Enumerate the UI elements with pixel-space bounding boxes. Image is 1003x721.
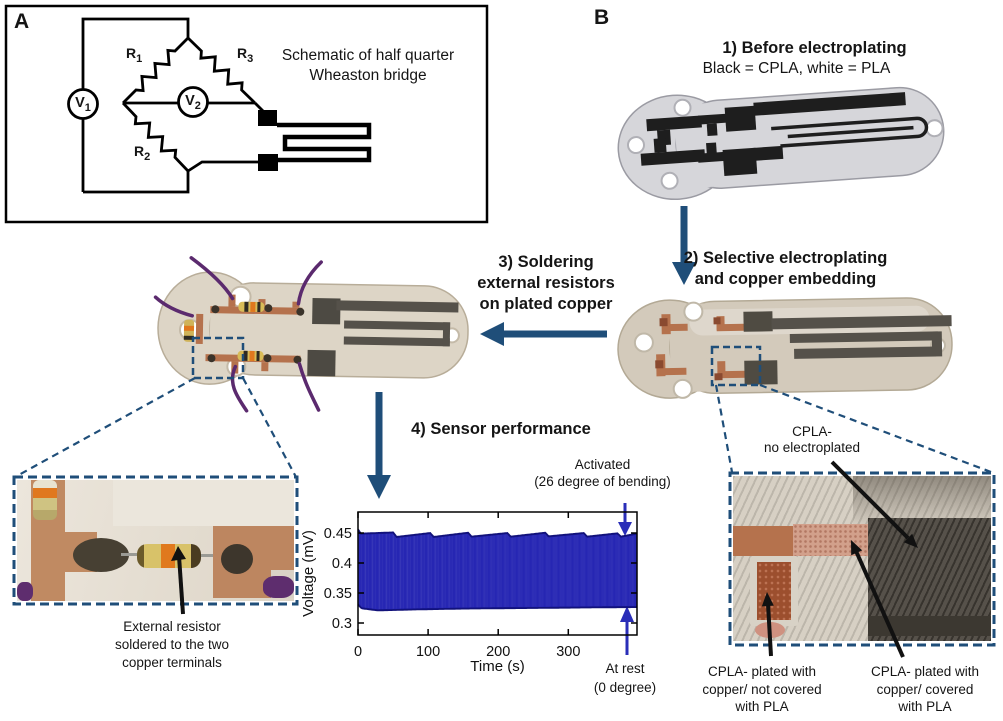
- device-photo-after-electroplating: [617, 297, 953, 399]
- panel-a-label: A: [14, 10, 30, 33]
- resistor-vertical: [33, 480, 57, 520]
- step4-title: 4) Sensor performance: [411, 420, 591, 438]
- cpla-gauge-inner: [787, 125, 914, 139]
- schematic-caption: Schematic of half quarter Wheaston bridg…: [281, 47, 455, 84]
- cpla-covered-label: CPLA- plated with copper/ covered with P…: [870, 664, 980, 714]
- y-tick-label: 0.4: [332, 556, 352, 572]
- cpla-no-electroplated-label: CPLA- no electroplated: [763, 424, 861, 455]
- process-arrows: [367, 206, 696, 499]
- x-tick-label: 200: [486, 644, 510, 660]
- zoom-connector: [714, 384, 734, 473]
- arrow-copper-not-covered-icon: [761, 592, 774, 657]
- label-r3: R3: [237, 45, 254, 65]
- panel-b-label: B: [594, 6, 610, 29]
- zoom-connector: [14, 377, 196, 478]
- cpla-not-covered-label: CPLA- plated with copper/ not covered wi…: [702, 664, 822, 714]
- cpla-gauge-loop: [771, 116, 929, 148]
- cpla-gauge-traces: [336, 300, 459, 347]
- cpla-pads: [743, 311, 778, 385]
- zoom-box-right: [710, 345, 762, 387]
- screw-hole: [633, 332, 654, 353]
- screw-hole: [660, 171, 679, 190]
- cpla-pads: [307, 297, 341, 377]
- arrow-left-step2-to-step3-icon: [480, 322, 607, 346]
- arrow-down-step1-to-step2-icon: [672, 206, 696, 285]
- x-tick-label: 300: [556, 644, 580, 660]
- step2-title: 2) Selective electroplating and copper e…: [683, 249, 888, 288]
- purple-wires: [153, 256, 323, 413]
- x-tick-label: 100: [416, 644, 440, 660]
- closeup-photo-electroplating-regions: [733, 476, 991, 641]
- copper-oxide-patches: [655, 317, 723, 381]
- screw-hole: [627, 136, 646, 155]
- solder-blob-right: [221, 544, 253, 574]
- inset-left-caption: External resistor soldered to the two co…: [114, 619, 230, 670]
- cpla-dark-region-edge: [868, 616, 991, 636]
- device-photo-with-resistors: [153, 256, 469, 413]
- voltmeter-v1: [67, 88, 99, 120]
- strain-gauge-serpentine: [277, 122, 372, 163]
- resistor-lead-left: [121, 553, 137, 556]
- screw-hole: [925, 119, 944, 138]
- y-tick-label: 0.45: [324, 526, 352, 542]
- sensor-terminal-top: [258, 110, 277, 126]
- screw-hole: [683, 301, 704, 322]
- arrow-copper-covered-icon: [851, 540, 905, 658]
- label-v1: V1: [75, 95, 91, 114]
- solder-blob-left: [73, 538, 129, 572]
- label-r1: R1: [126, 45, 143, 65]
- x-axis-label: Time (s): [470, 658, 524, 675]
- zoom-box-left: [191, 336, 245, 380]
- sensor-terminal-bottom: [258, 154, 278, 171]
- y-tick-label: 0.3: [332, 616, 352, 632]
- external-resistor: [137, 544, 201, 568]
- label-r2: R2: [134, 143, 151, 163]
- device-render-before-electroplating: [617, 86, 945, 201]
- arrow-at-rest-icon: [620, 606, 634, 655]
- zoom-connector: [759, 383, 992, 474]
- solder-joints: [207, 304, 305, 364]
- resistor-lead-right: [201, 554, 215, 557]
- wire-fragment-left: [17, 582, 33, 601]
- copper-strip-pla-covered: [793, 524, 877, 556]
- zoom-connector: [242, 377, 297, 478]
- y-tick-label: 0.35: [324, 586, 352, 602]
- voltmeter-v2: [177, 86, 209, 118]
- wire-to-bottom-terminal: [187, 160, 258, 173]
- label-v2: V2: [185, 93, 201, 112]
- inset-border-left: [12, 475, 299, 606]
- annotation-arrows-black: [171, 460, 918, 658]
- screw-hole: [673, 98, 692, 117]
- arrow-down-step3-to-step4-icon: [367, 392, 391, 499]
- inset-border-right: [728, 471, 996, 647]
- arrow-activated-icon: [618, 503, 632, 536]
- zoom-indicators: [12, 336, 996, 647]
- cpla-traces: [640, 92, 906, 176]
- pla-surface: [113, 480, 294, 526]
- arrow-cpla-no-electroplated-icon: [830, 460, 918, 548]
- signal-area: [358, 529, 637, 611]
- chart-annotation-activated: Activated (26 degree of bending): [534, 457, 671, 489]
- wheatstone-bridge-schematic: [4, 4, 489, 224]
- screw-hole: [672, 378, 693, 399]
- copper-strip: [733, 526, 797, 556]
- arrow-external-resistor-icon: [171, 546, 186, 615]
- cpla-gauge-traces: [771, 315, 952, 359]
- y-axis-label: Voltage (mV): [300, 530, 317, 617]
- copper-patch-bare: [757, 562, 791, 620]
- step1-subtitle: Black = CPLA, white = PLA: [702, 60, 891, 77]
- panel-a-border: [4, 4, 489, 224]
- wire-fragment-right: [263, 576, 294, 598]
- annotation-arrows-blue: [618, 503, 634, 655]
- step1-title: 1) Before electroplating: [722, 39, 907, 57]
- closeup-photo-soldered-resistor: [17, 480, 294, 601]
- copper-electrodes: [656, 314, 748, 379]
- chart-annotation-at-rest: At rest (0 degree): [593, 661, 657, 695]
- wire-bottom-feed: [83, 171, 190, 194]
- x-tick-label: 0: [354, 644, 362, 660]
- step3-title: 3) Soldering external resistors on plate…: [477, 253, 615, 313]
